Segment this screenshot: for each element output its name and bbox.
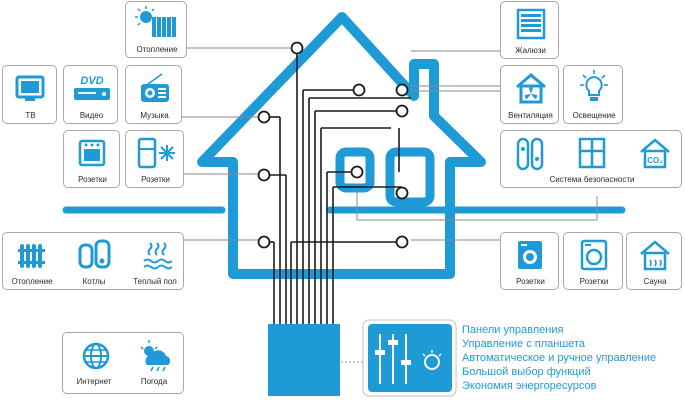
internet-label: Интернет (76, 377, 112, 386)
co2-house-icon: CO₂ (640, 138, 670, 169)
boiler-icon (78, 239, 111, 269)
radio-icon (141, 73, 169, 102)
device-box-video: DVD Видео (63, 65, 118, 124)
device-box-tv: ТВ (2, 65, 57, 124)
device-box-lighting: Освещение (563, 65, 623, 124)
window-icon (578, 137, 606, 169)
device-box-sockets-right-2: Розетки (563, 232, 623, 290)
music-label: Музыка (140, 111, 169, 120)
warm-floor-label: Теплый пол (133, 277, 177, 286)
sauna-icon (640, 240, 670, 271)
device-box-heating-floor: Отопление Котлы Теплый пол (2, 232, 184, 290)
house-outline (197, 12, 486, 279)
house-window-right (385, 147, 435, 207)
heating-top-label: Отопление (136, 45, 178, 54)
svg-text:DVD: DVD (80, 75, 103, 87)
ventilation-label: Вентиляция (508, 111, 553, 120)
device-box-music: Музыка (125, 65, 182, 124)
dvd-player-icon: DVD (74, 75, 110, 100)
feature-functions: Большой выбор функций (462, 366, 591, 378)
connector-nodes (257, 41, 409, 249)
sauna-label: Сауна (643, 277, 667, 286)
sockets-right-1-label: Розетки (516, 277, 545, 286)
warm-floor-icon (143, 242, 172, 270)
blinds-label: Жалюзи (515, 46, 546, 55)
device-box-sauna: Сауна (626, 232, 682, 290)
globe-icon (82, 342, 110, 370)
weather-icon (140, 340, 171, 372)
device-box-sockets-left-1: Розетки (63, 130, 120, 188)
sockets-left-2-label: Розетки (141, 175, 170, 184)
device-box-ventilation: Вентиляция (500, 65, 559, 124)
feature-energy-saving: Экономия энергоресурсов (462, 380, 597, 392)
central-controller (268, 324, 340, 396)
device-box-blinds: Жалюзи (500, 1, 559, 59)
ventilation-icon (516, 73, 546, 104)
feature-control-panels: Панели управления (462, 324, 564, 336)
washing-machine-icon (580, 239, 608, 271)
washing-machine-icon (518, 241, 542, 269)
svg-text:CO₂: CO₂ (647, 156, 663, 165)
tv-icon (15, 75, 45, 101)
device-box-sockets-right-1: Розетки (500, 232, 559, 290)
device-box-sockets-left-2: Розетки (125, 130, 184, 188)
box-connectors (182, 47, 598, 241)
weather-label: Погода (140, 377, 168, 386)
lighting-label: Освещение (572, 111, 616, 120)
lightbulb-icon (580, 70, 608, 101)
blinds-icon (516, 8, 546, 40)
video-label: Видео (79, 111, 104, 120)
feature-tablet-control: Управление с планшета (462, 338, 585, 350)
feature-auto-manual: Автоматическое и ручное управление (462, 352, 657, 364)
sockets-right-2-label: Розетки (579, 277, 609, 286)
security-label: Система безопасности (549, 175, 635, 184)
sun-radiator-icon (135, 6, 176, 37)
device-box-internet-weather: Интернет Погода (62, 332, 184, 394)
device-box-heating-top: Отопление (125, 1, 187, 58)
door-sensor-icon (516, 137, 544, 171)
heating-bottom-label: Отопление (11, 277, 53, 286)
tablet-sliders-icon (362, 319, 457, 397)
boilers-label: Котлы (82, 277, 106, 286)
sockets-left-1-label: Розетки (78, 175, 107, 184)
device-box-security: CO₂ Система безопасности (500, 130, 682, 188)
house-window-left (335, 147, 375, 193)
tv-label: ТВ (25, 111, 36, 120)
fridge-snowflake-icon (137, 137, 175, 169)
radiator-icon (18, 244, 45, 268)
oven-icon (78, 139, 106, 167)
